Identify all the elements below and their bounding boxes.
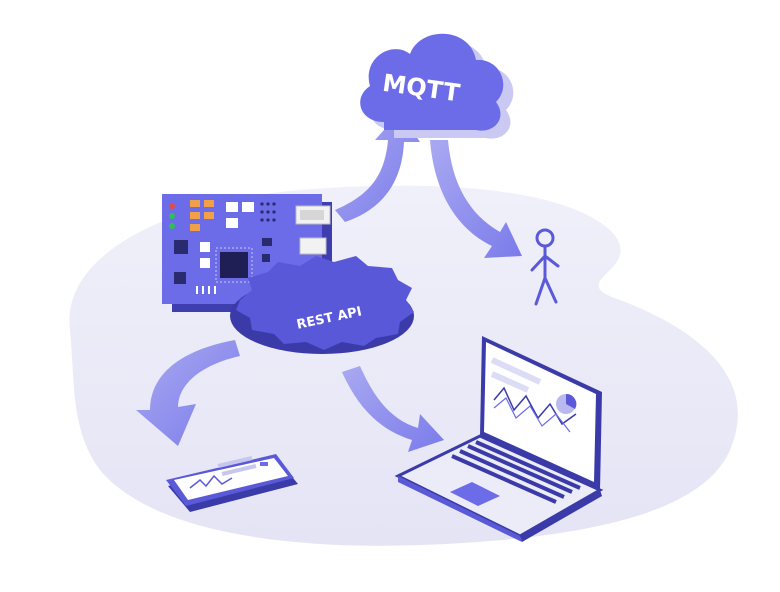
arrow-cloud-to-person [430,140,522,258]
trackpad-icon [450,482,500,506]
usb-port-icon [299,237,327,255]
keyboard-icon [451,440,581,504]
rest-api-gear: REST API [230,256,414,354]
tablet-device [166,454,298,512]
arrow-board-to-cloud [335,112,420,222]
circuit-board [162,194,332,312]
arrow-gear-to-laptop [342,366,444,452]
mqtt-cloud: MQTT [360,33,514,139]
led-red-icon [169,203,175,209]
laptop-device [394,336,604,542]
cpu-chip-icon [220,252,248,278]
person-icon [530,228,560,306]
arrow-gear-to-tablet [136,340,240,446]
led-green-icon [169,213,175,219]
